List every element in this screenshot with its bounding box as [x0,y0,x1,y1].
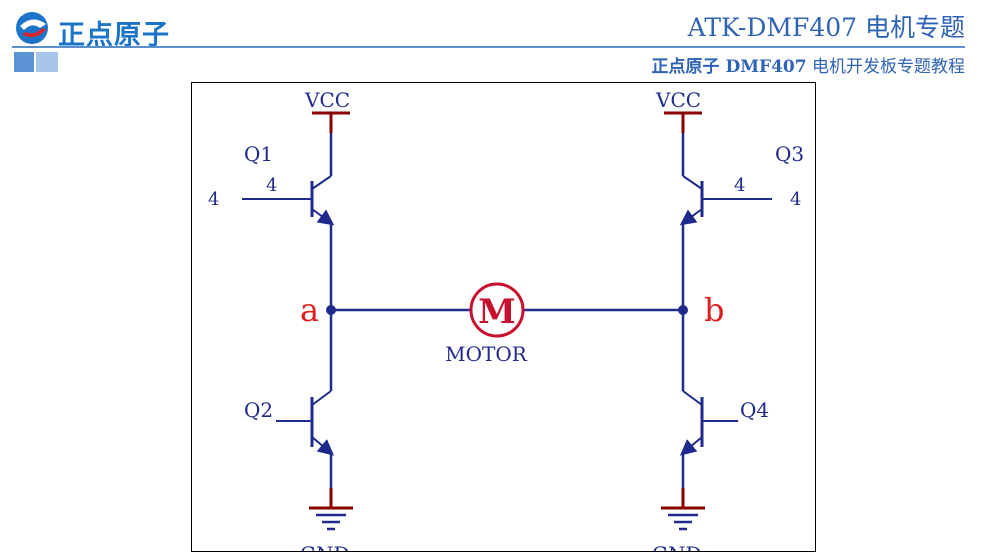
q2-label: Q2 [244,398,273,422]
motor-symbol: M [478,292,516,332]
q3-label: Q3 [775,142,804,166]
document-subtitle: 正点原子 DMF407 电机开发板专题教程 [652,52,965,77]
node-a-label: a [300,291,319,329]
brand-logo: 正点原子 [14,10,214,51]
transistor-q1 [242,175,335,226]
transistor-q3 [679,175,772,226]
vcc-left-label: VCC [304,88,350,112]
q1-label: Q1 [244,142,273,166]
h-bridge-figure: VCC VCC Q1 4 4 Q3 4 [191,82,816,552]
motor-icon [469,282,525,338]
ground-left-icon [309,488,353,531]
ground-right-icon [661,488,705,531]
node-b-dot [678,305,688,315]
decorative-square-light [36,52,58,72]
decorative-square-dark [14,52,34,72]
logo-text: 正点原子 [58,20,170,51]
subtitle-bold: 正点原子 DMF407 [651,57,807,77]
transistor-q2 [276,390,335,456]
node-b-label: b [704,291,724,329]
q3-net-label: 4 [790,189,801,210]
q3-pin-label: 4 [734,175,745,196]
q4-label: Q4 [740,398,769,422]
gnd-left-label: GND [300,542,350,552]
q1-pin-label: 4 [266,175,277,196]
transistor-q4 [679,390,738,456]
vcc-right-label: VCC [655,88,701,112]
h-bridge-schematic: VCC VCC Q1 4 4 Q3 4 [208,88,804,552]
q1-net-label: 4 [208,189,219,210]
node-a-dot [326,305,336,315]
logo-emblem-icon [16,12,48,44]
header-divider [12,46,965,48]
gnd-right-label: GND [652,542,702,552]
motor-label: MOTOR [445,342,528,366]
document-title: ATK-DMF407 电机专题 [687,13,965,42]
subtitle-rest: 电机开发板专题教程 [806,57,965,77]
